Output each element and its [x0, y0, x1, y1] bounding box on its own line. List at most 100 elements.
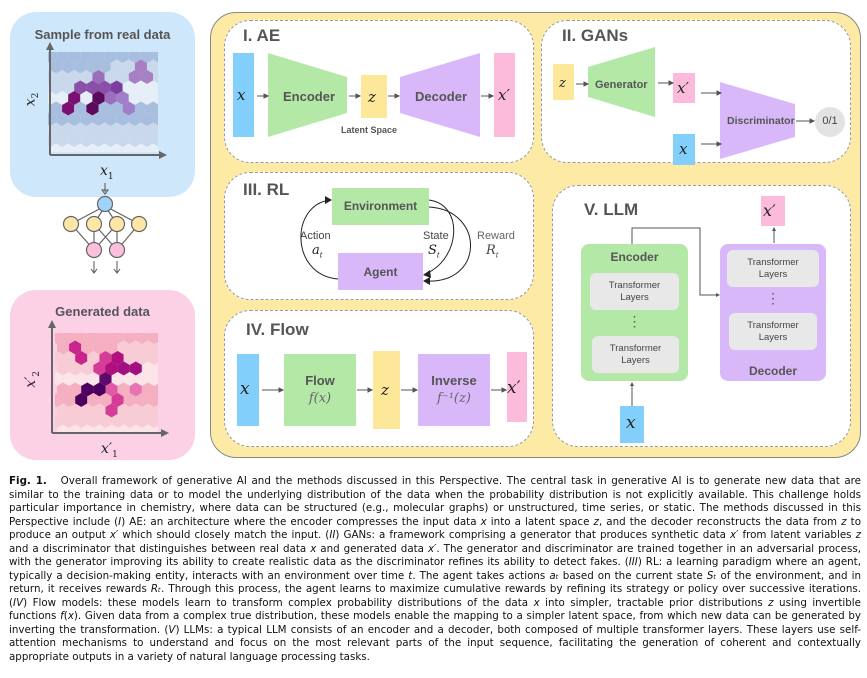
hexbin-cell — [68, 70, 81, 84]
gans-discriminator-label: Discriminator — [727, 115, 795, 127]
hexbin-cell — [104, 133, 117, 147]
hexbin-cell — [122, 59, 135, 74]
caption-segment: I — [118, 515, 122, 528]
hexbin-cell — [63, 372, 76, 386]
hexbin-cell — [56, 70, 69, 84]
rl-action-symbol: at — [312, 243, 323, 260]
hexbin-cell — [86, 80, 99, 95]
hexbin-cell — [111, 333, 124, 344]
gans-real-label: x — [679, 140, 688, 158]
hexbin-cell — [93, 424, 106, 433]
caption-segment: aₜ — [549, 569, 559, 582]
rl-agent-box — [338, 253, 423, 290]
hexbin-cell — [56, 133, 69, 147]
hexbin-cell — [87, 351, 100, 365]
nn-hidden-node — [62, 215, 80, 233]
hexbin-cell — [105, 361, 118, 376]
rl-state-symbol: St — [428, 243, 440, 260]
rl-loop-arrows — [300, 196, 471, 285]
hexbin-cell — [110, 143, 123, 152]
hexbin-cell — [55, 372, 64, 386]
hexbin-cell — [123, 393, 136, 407]
hexbin-cell — [105, 403, 118, 418]
hexbin-cell — [80, 133, 93, 147]
hexbin-cell — [116, 70, 129, 84]
caption-segment: x — [310, 542, 317, 555]
hexbin-cell — [154, 362, 158, 375]
caption-segment: to produce an output — [9, 515, 861, 542]
hexbin-cell — [50, 101, 63, 116]
hexbin-cell — [128, 112, 141, 126]
hexbin-cell — [69, 424, 82, 433]
hexbin-cell — [117, 424, 130, 433]
caption-segment: of the environment, and in return, it re… — [9, 569, 861, 596]
hexbin-cell — [134, 143, 147, 152]
hexbin-cell — [62, 143, 75, 152]
panel-gans-title: II. GANs — [562, 26, 629, 45]
rl-reward-symbol: Rt — [486, 243, 499, 260]
hexbin-cell — [93, 340, 106, 355]
hexbin-cell — [98, 143, 111, 152]
hexbin-cell — [140, 91, 154, 105]
nn-output-node — [108, 241, 126, 259]
hexbin-cell — [99, 372, 112, 386]
hexbin-cell — [147, 143, 158, 152]
real-data-title: Sample from real data — [34, 27, 171, 42]
real-data-hexbin — [48, 52, 158, 152]
hexbin-cell — [134, 122, 147, 137]
flow-function-box — [284, 354, 356, 426]
rl-environment-label: Environment — [343, 199, 418, 213]
caption-segment: which should closely match the input. ( — [118, 529, 330, 541]
gans-real-box — [673, 134, 695, 165]
hexbin-cell — [105, 340, 118, 355]
flow-inverse-expr: f⁻¹(z) — [437, 391, 471, 406]
hexbin-cell — [153, 112, 158, 126]
hexbin-cell — [86, 101, 99, 116]
hexbin-cell — [104, 112, 117, 126]
hexbin-cell — [153, 133, 158, 147]
hexbin-cell — [99, 333, 112, 344]
hexbin-cell — [92, 133, 105, 147]
panel-llm-title: V. LLM — [584, 200, 639, 219]
caption-segment: III — [628, 556, 638, 568]
figure-caption: Fig. 1. Overall framework of generative … — [9, 475, 861, 664]
hexbin-cell — [69, 382, 82, 397]
ae-input-label: x — [237, 86, 246, 104]
hexbin-cell — [50, 80, 63, 95]
hexbin-cell — [86, 143, 99, 152]
ae-input-box — [233, 53, 254, 137]
hexbin-cell — [74, 80, 87, 95]
hexbin-cell — [123, 351, 136, 365]
hexbin-cell — [87, 414, 100, 428]
ae-latent-label: z — [368, 88, 376, 106]
hexbin-cell — [63, 414, 76, 428]
caption-segment: , and the decoder reconstructs the data … — [598, 515, 842, 528]
hexbin-cell — [154, 404, 158, 417]
hexbin-cell — [105, 424, 118, 433]
gans-generator-label: Generator — [595, 79, 648, 91]
rl-environment-box — [332, 188, 429, 225]
hexbin-cell — [87, 372, 100, 386]
caption-segment: z — [855, 529, 861, 541]
gans-discriminator-shape — [720, 82, 795, 159]
gans-noise-label: z — [559, 76, 566, 91]
hexbin-cell — [81, 340, 94, 355]
hexbin-cell — [117, 403, 130, 418]
llm-arrows — [630, 227, 776, 406]
hexbin-cell — [147, 393, 158, 407]
hexbin-cell — [147, 351, 158, 365]
hexbin-cell — [122, 101, 135, 116]
hexbin-cell — [75, 414, 88, 428]
hexbin-cell — [122, 143, 135, 152]
hexbin-cell — [140, 133, 154, 147]
caption-segment: . Through this process, the agent learns… — [9, 583, 861, 609]
hexbin-cell — [98, 101, 111, 116]
real-xlabel: x1 — [100, 163, 114, 182]
hexbin-cell — [57, 382, 70, 397]
hexbin-cell — [128, 91, 141, 105]
gans-output-circle — [815, 107, 845, 137]
caption-segment: from latent variables — [738, 529, 856, 541]
nn-hidden-node — [108, 215, 126, 233]
panel-flow-title: IV. Flow — [246, 320, 309, 339]
